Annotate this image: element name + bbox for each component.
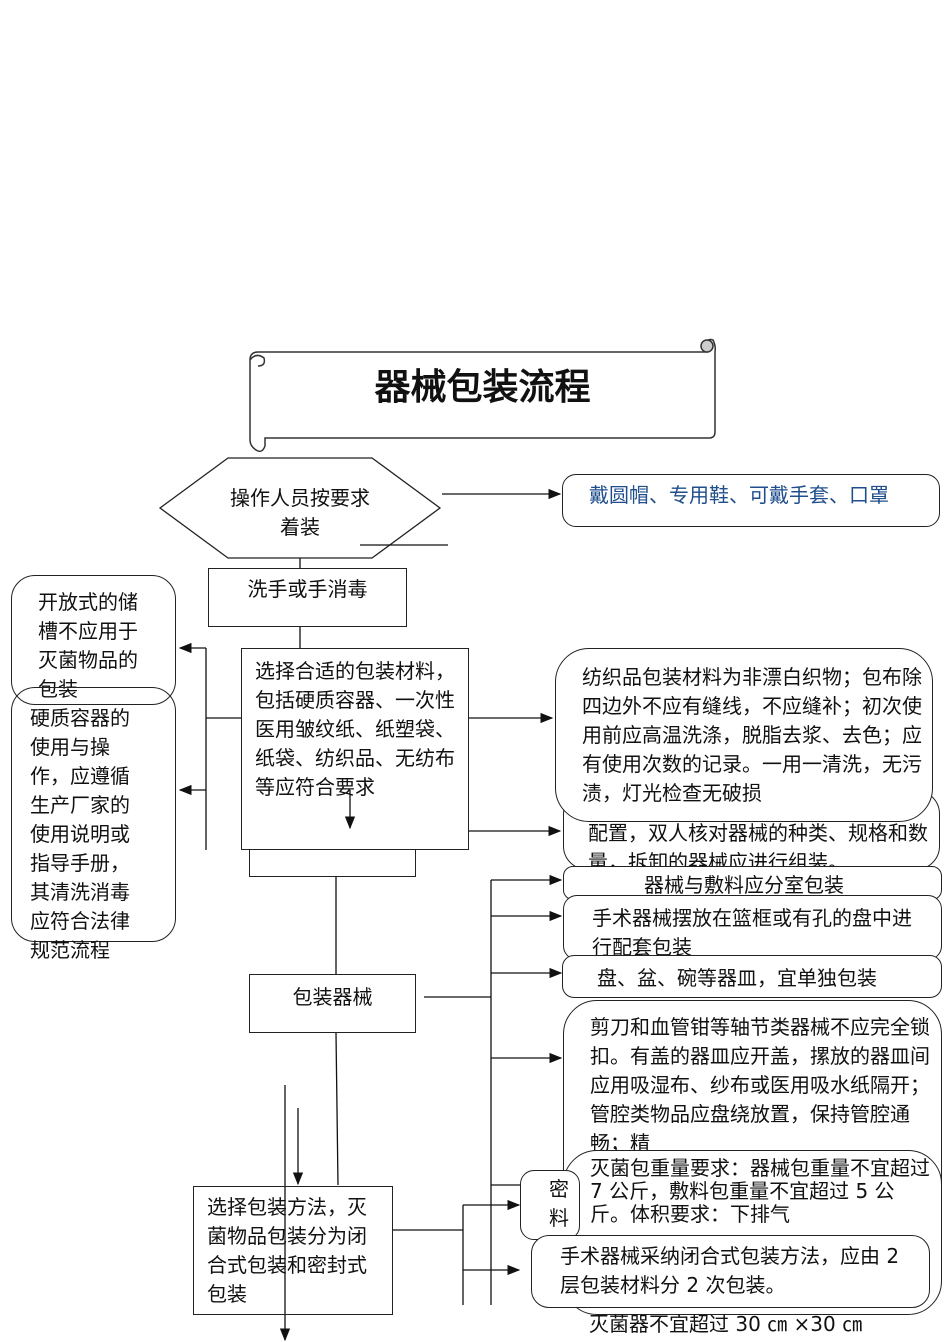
note-size: 灭菌器不宜超过 30 ㎝ ×30 ㎝ [589, 1312, 863, 1336]
step-method: 选择包装方法，灭菌物品包装分为闭合式包装和密封式包装 [193, 1186, 393, 1315]
note-hard-container-text: 硬质容器的使用与操作，应遵循生产厂家的使用说明或指导手册，其清洗消毒应符合法律规… [30, 706, 130, 962]
step-dress-label: 操作人员按要求着装 [230, 486, 370, 539]
dress-hexagon [158, 457, 442, 559]
note-textile: 纺织品包装材料为非漂白织物；包布除四边外不应有缝线，不应缝补；初次使用前应高温洗… [555, 648, 933, 822]
title-scroll [249, 338, 716, 453]
step-wash: 洗手或手消毒 [208, 568, 407, 627]
step-pack: 包装器械 [249, 974, 416, 1033]
note-closed: 手术器械采纳闭合式包装方法，应由 2 层包装材料分 2 次包装。 [531, 1235, 930, 1308]
note-basket: 手术器械摆放在篮框或有孔的盘中进行配套包装 [563, 895, 942, 960]
note-hidden: 密料 [520, 1170, 580, 1240]
step-materials: 选择合适的包装材料，包括硬质容器、一次性医用皱纹纸、纸塑袋、纸袋、纺织品、无纺布… [241, 648, 469, 850]
note-hard-container: 硬质容器的使用与操作，应遵循生产厂家的使用说明或指导手册，其清洗消毒应符合法律规… [11, 687, 176, 962]
note-dress-items: 戴圆帽、专用鞋、可戴手套、口罩 [562, 474, 940, 527]
page-title: 器械包装流程 [374, 367, 591, 408]
note-open-tank: 开放式的储槽不应用于灭菌物品的包装 [11, 575, 176, 705]
note-separate: 器械与敷料应分室包装 [563, 866, 942, 900]
note-dishes: 盘、盆、碗等器皿，宜单独包装 [562, 955, 942, 998]
